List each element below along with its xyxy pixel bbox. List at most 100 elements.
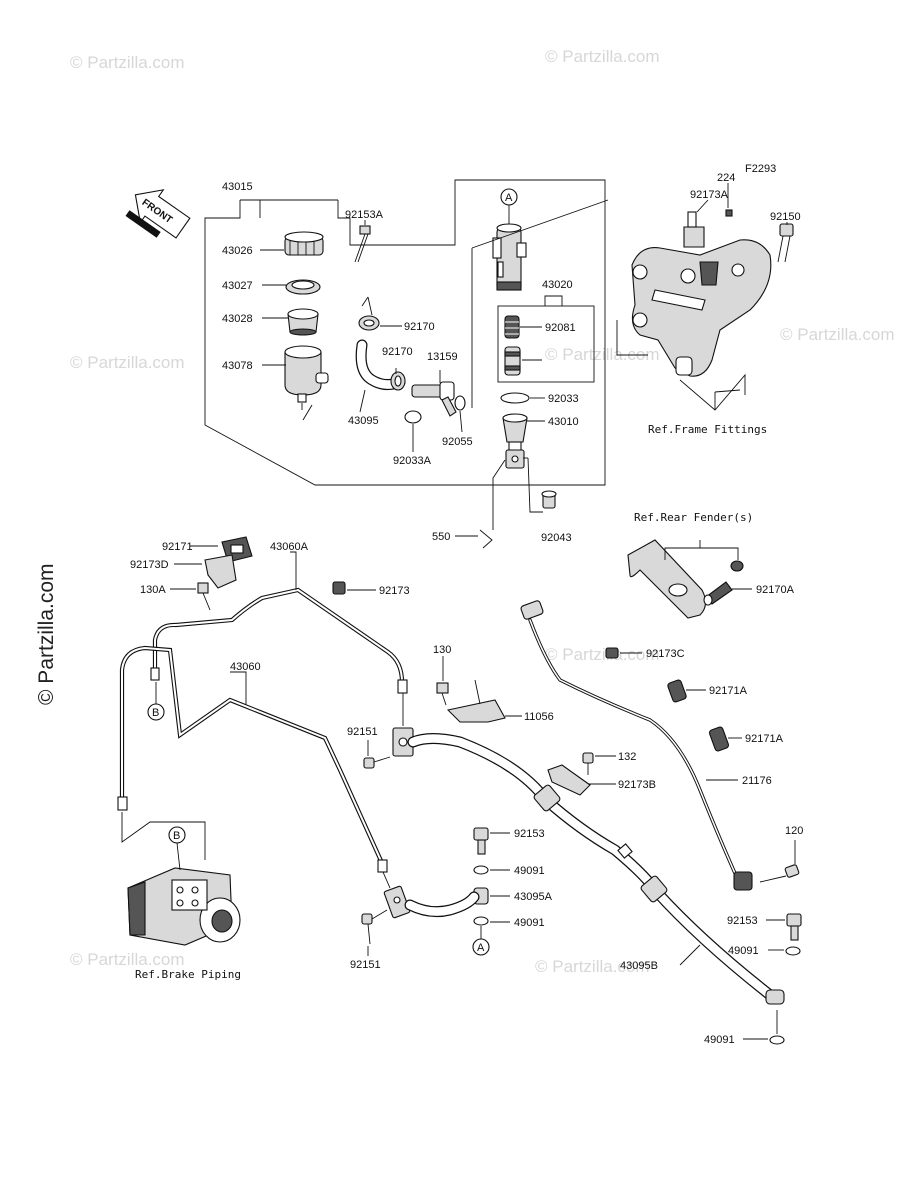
clip-92173C xyxy=(605,647,619,659)
master-cylinder-body xyxy=(492,223,527,291)
o-ring-92055 xyxy=(454,395,466,411)
part-label-43010: 43010 xyxy=(548,416,579,428)
part-label-92170A: 92170A xyxy=(756,584,795,596)
grommet-92171A-lower xyxy=(708,726,730,752)
frame-fittings-callout xyxy=(616,320,746,411)
part-label-92171A-b: 92171A xyxy=(745,733,784,745)
assembly-outline-43015 xyxy=(204,179,606,486)
part-label-49091-a: 49091 xyxy=(514,865,545,877)
part-label-92033A: 92033A xyxy=(393,455,432,467)
part-label-92043: 92043 xyxy=(541,532,572,544)
part-label-43028: 43028 xyxy=(222,313,253,325)
banjo-bolt-92153-center xyxy=(473,827,489,855)
brake-pipe-43060 xyxy=(117,645,388,873)
connector-a-lower-label: A xyxy=(477,942,485,954)
watermark: © Partzilla.com xyxy=(780,325,895,344)
connector-b-left-label: B xyxy=(152,707,159,719)
ref-rear-fender: Ref.Rear Fender(s) xyxy=(634,511,753,524)
part-label-43078: 43078 xyxy=(222,360,253,372)
part-label-92081: 92081 xyxy=(545,322,576,334)
watermarks: © Partzilla.com © Partzilla.com © Partzi… xyxy=(35,47,895,976)
clip-92173A xyxy=(683,211,705,248)
clamp-92170-lower xyxy=(390,371,406,391)
part-label-43095A: 43095A xyxy=(514,891,553,903)
part-label-43026: 43026 xyxy=(222,245,253,257)
part-label-43060: 43060 xyxy=(230,661,261,673)
part-label-43020: 43020 xyxy=(542,279,573,291)
ref-brake-piping: Ref.Brake Piping xyxy=(135,968,241,981)
spring-92081 xyxy=(504,315,520,339)
brake-pipe-43060A xyxy=(150,587,408,694)
fitting-13159 xyxy=(411,381,457,417)
sensor-cable-21176 xyxy=(520,600,753,891)
front-arrow: FRONT xyxy=(125,189,191,239)
part-label-132: 132 xyxy=(618,751,636,763)
washer-49091-b xyxy=(473,916,489,926)
part-label-92033: 92033 xyxy=(548,393,579,405)
part-label-92055: 92055 xyxy=(442,436,473,448)
part-label-92171: 92171 xyxy=(162,541,193,553)
reservoir-cap-43026 xyxy=(284,231,324,256)
watermark: © Partzilla.com xyxy=(535,957,650,976)
screw-120 xyxy=(759,864,800,883)
watermark-large: © Partzilla.com xyxy=(35,563,58,705)
part-label-92151-a: 92151 xyxy=(347,726,378,738)
frame-bracket xyxy=(631,239,772,377)
bolt-92151-upper xyxy=(363,756,391,769)
banjo-bolt-92153-right xyxy=(786,913,802,941)
part-label-92171A-a: 92171A xyxy=(709,685,748,697)
watermark: © Partzilla.com xyxy=(545,47,660,66)
part-label-550: 550 xyxy=(432,531,450,543)
grommet-92170A xyxy=(703,560,744,606)
reservoir-tank-43078 xyxy=(284,345,329,421)
part-label-224: 224 xyxy=(717,172,735,184)
bolt-92151-lower xyxy=(361,913,373,945)
circlip-92033A xyxy=(404,410,422,424)
part-label-92153-a: 92153 xyxy=(514,828,545,840)
part-label-43027: 43027 xyxy=(222,280,253,292)
part-label-120: 120 xyxy=(785,825,803,837)
bolt-132 xyxy=(582,752,594,775)
ref-frame-fittings: Ref.Frame Fittings xyxy=(648,423,767,436)
part-label-92173A: 92173A xyxy=(690,189,729,201)
joint-lower xyxy=(383,885,411,919)
clip-92173B xyxy=(547,764,591,796)
part-label-92173D: 92173D xyxy=(130,559,169,571)
clamp-92170-upper xyxy=(358,296,380,331)
screw-224 xyxy=(725,209,733,217)
bolt-92153A xyxy=(354,225,371,263)
part-label-49091-d: 49091 xyxy=(704,1034,735,1046)
part-label-43095: 43095 xyxy=(348,415,379,427)
part-label-92170-a: 92170 xyxy=(404,321,435,333)
part-label-43095B: 43095B xyxy=(620,960,658,972)
part-label-92150: 92150 xyxy=(770,211,801,223)
washer-49091-c xyxy=(785,946,801,956)
abs-unit xyxy=(121,812,241,946)
watermark: © Partzilla.com xyxy=(545,345,660,364)
circlip-92033 xyxy=(500,392,530,404)
rear-fender-part xyxy=(627,539,739,619)
part-label-92173B: 92173B xyxy=(618,779,656,791)
part-label-92173C: 92173C xyxy=(646,648,685,660)
part-label-13159: 13159 xyxy=(427,351,458,363)
part-label-92173: 92173 xyxy=(379,585,410,597)
bolt-130 xyxy=(436,682,449,706)
bracket-11056 xyxy=(446,679,506,723)
washer-49091-a xyxy=(473,865,489,875)
bolt-92150 xyxy=(777,223,794,263)
part-label-43015: 43015 xyxy=(222,181,253,193)
assembly-outline-43020 xyxy=(471,199,609,408)
part-label-92151-b: 92151 xyxy=(350,959,381,971)
part-label-130A: 130A xyxy=(140,584,166,596)
watermark: © Partzilla.com xyxy=(70,353,185,372)
watermark: © Partzilla.com xyxy=(70,950,185,969)
part-label-49091-b: 49091 xyxy=(514,917,545,929)
part-label-92153-b: 92153 xyxy=(727,915,758,927)
clip-92173D xyxy=(204,554,237,589)
connector-a-upper-label: A xyxy=(505,192,513,204)
part-label-92153A: 92153A xyxy=(345,209,384,221)
part-label-49091-c: 49091 xyxy=(728,945,759,957)
piston xyxy=(504,346,521,376)
